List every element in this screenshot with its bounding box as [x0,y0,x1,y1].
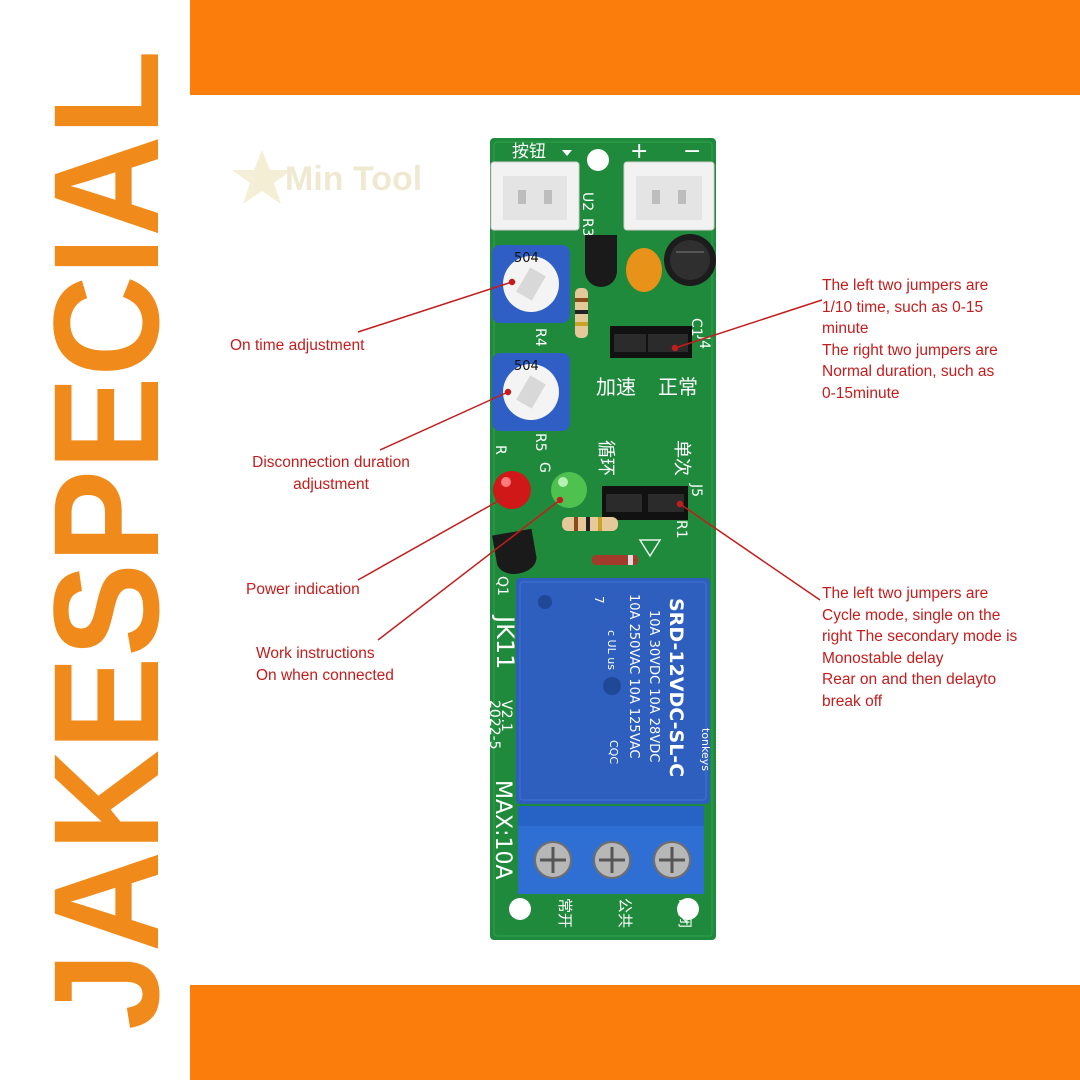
relay-cqc-label: CQC [607,740,620,764]
button-connector [490,161,580,231]
jumper-bottom-leader [679,503,821,601]
resistor-vertical [575,288,588,338]
jumper-top-callout: The left two jumpers are 1/10 time, such… [822,277,998,402]
mounting-hole-icon [509,898,531,920]
power-callout: Power indication [246,581,360,598]
terminal-nc-label: 常闭 [676,898,694,928]
on-time-pot-value: 504 [514,251,539,266]
screw-terminal-block [518,806,704,894]
on-time-callout: On time adjustment [230,337,365,354]
regulator-transistor [585,235,617,287]
jumper-bottom-callout: The left two jumpers are Cycle mode, sin… [822,585,1018,710]
model-label: JK11 [491,614,519,669]
resistor-horizontal [562,517,618,531]
mounting-hole-icon [677,898,699,920]
driver-transistor [492,528,537,574]
power-connector [623,161,715,231]
max-current-label: MAX:10A [490,780,515,880]
mounting-hole-icon [587,149,609,171]
r1-label: R1 [673,520,689,539]
brand-wordmark-text: JAKESPECIAL [22,50,190,1030]
on-time-potentiometer: 504 [492,245,570,323]
ceramic-capacitor [626,248,662,292]
on-time-leader [357,281,513,333]
speed-jumper-j4 [610,326,692,358]
terminal-com-label: 公共 [616,898,634,928]
relay-brand: tonkeys [699,728,712,771]
watermark-text: Min Tool [285,160,422,198]
mode-jumper-j5 [602,486,688,520]
flyback-diode [592,555,638,565]
min-tool-watermark: Min Tool [232,150,422,204]
g-label: G [536,462,552,473]
disconnect-potentiometer: 504 [492,353,570,431]
bottom-orange-band [190,985,1080,1080]
top-orange-band [190,0,1080,95]
normal-label: 正常 [658,375,698,399]
relay-ul-label: c UL us [605,630,618,670]
power-leader [357,499,501,581]
j5-label: J5 [688,483,704,497]
relay-rating-line-1: 10A 250VAC 10A 125VAC [626,594,641,759]
disconnect-callout: Disconnection duration adjustment [252,454,410,493]
relay-pin-label: 7 [592,596,606,604]
plus-label: + [630,139,648,164]
version-label: V2.1 [498,700,514,732]
work-callout: Work instructions On when connected [256,645,394,684]
u2-label: U2 [579,192,595,211]
disconnect-pot-value: 504 [514,359,539,374]
j4-label: J4 [696,335,712,349]
cycle-label: 循环 [595,440,616,476]
minus-label: − [683,139,701,164]
r4-label: R4 [532,328,548,347]
date-label: 2022-5 [486,700,502,750]
relay-rating-line-2: 10A 30VDC 10A 28VDC [646,610,661,762]
terminal-no-label: 常开 [556,898,574,928]
relay [516,578,710,804]
speed-label: 加速 [596,375,636,399]
single-label: 单次 [671,440,692,476]
power-led-red [493,471,531,509]
disconnect-leader [379,391,509,451]
work-leader [377,499,561,641]
r5-label: R5 [532,433,548,452]
electrolytic-capacitor [664,234,716,286]
r3-label: R3 [579,218,595,237]
button-label: 按钮 [512,142,546,162]
r-label: R [492,445,508,455]
jumper-top-leader [674,299,823,349]
brand-wordmark: JAKESPECIAL [22,50,190,1030]
q1-label: Q1 [494,576,510,596]
relay-model: SRD-12VDC-SL-C [665,598,687,777]
